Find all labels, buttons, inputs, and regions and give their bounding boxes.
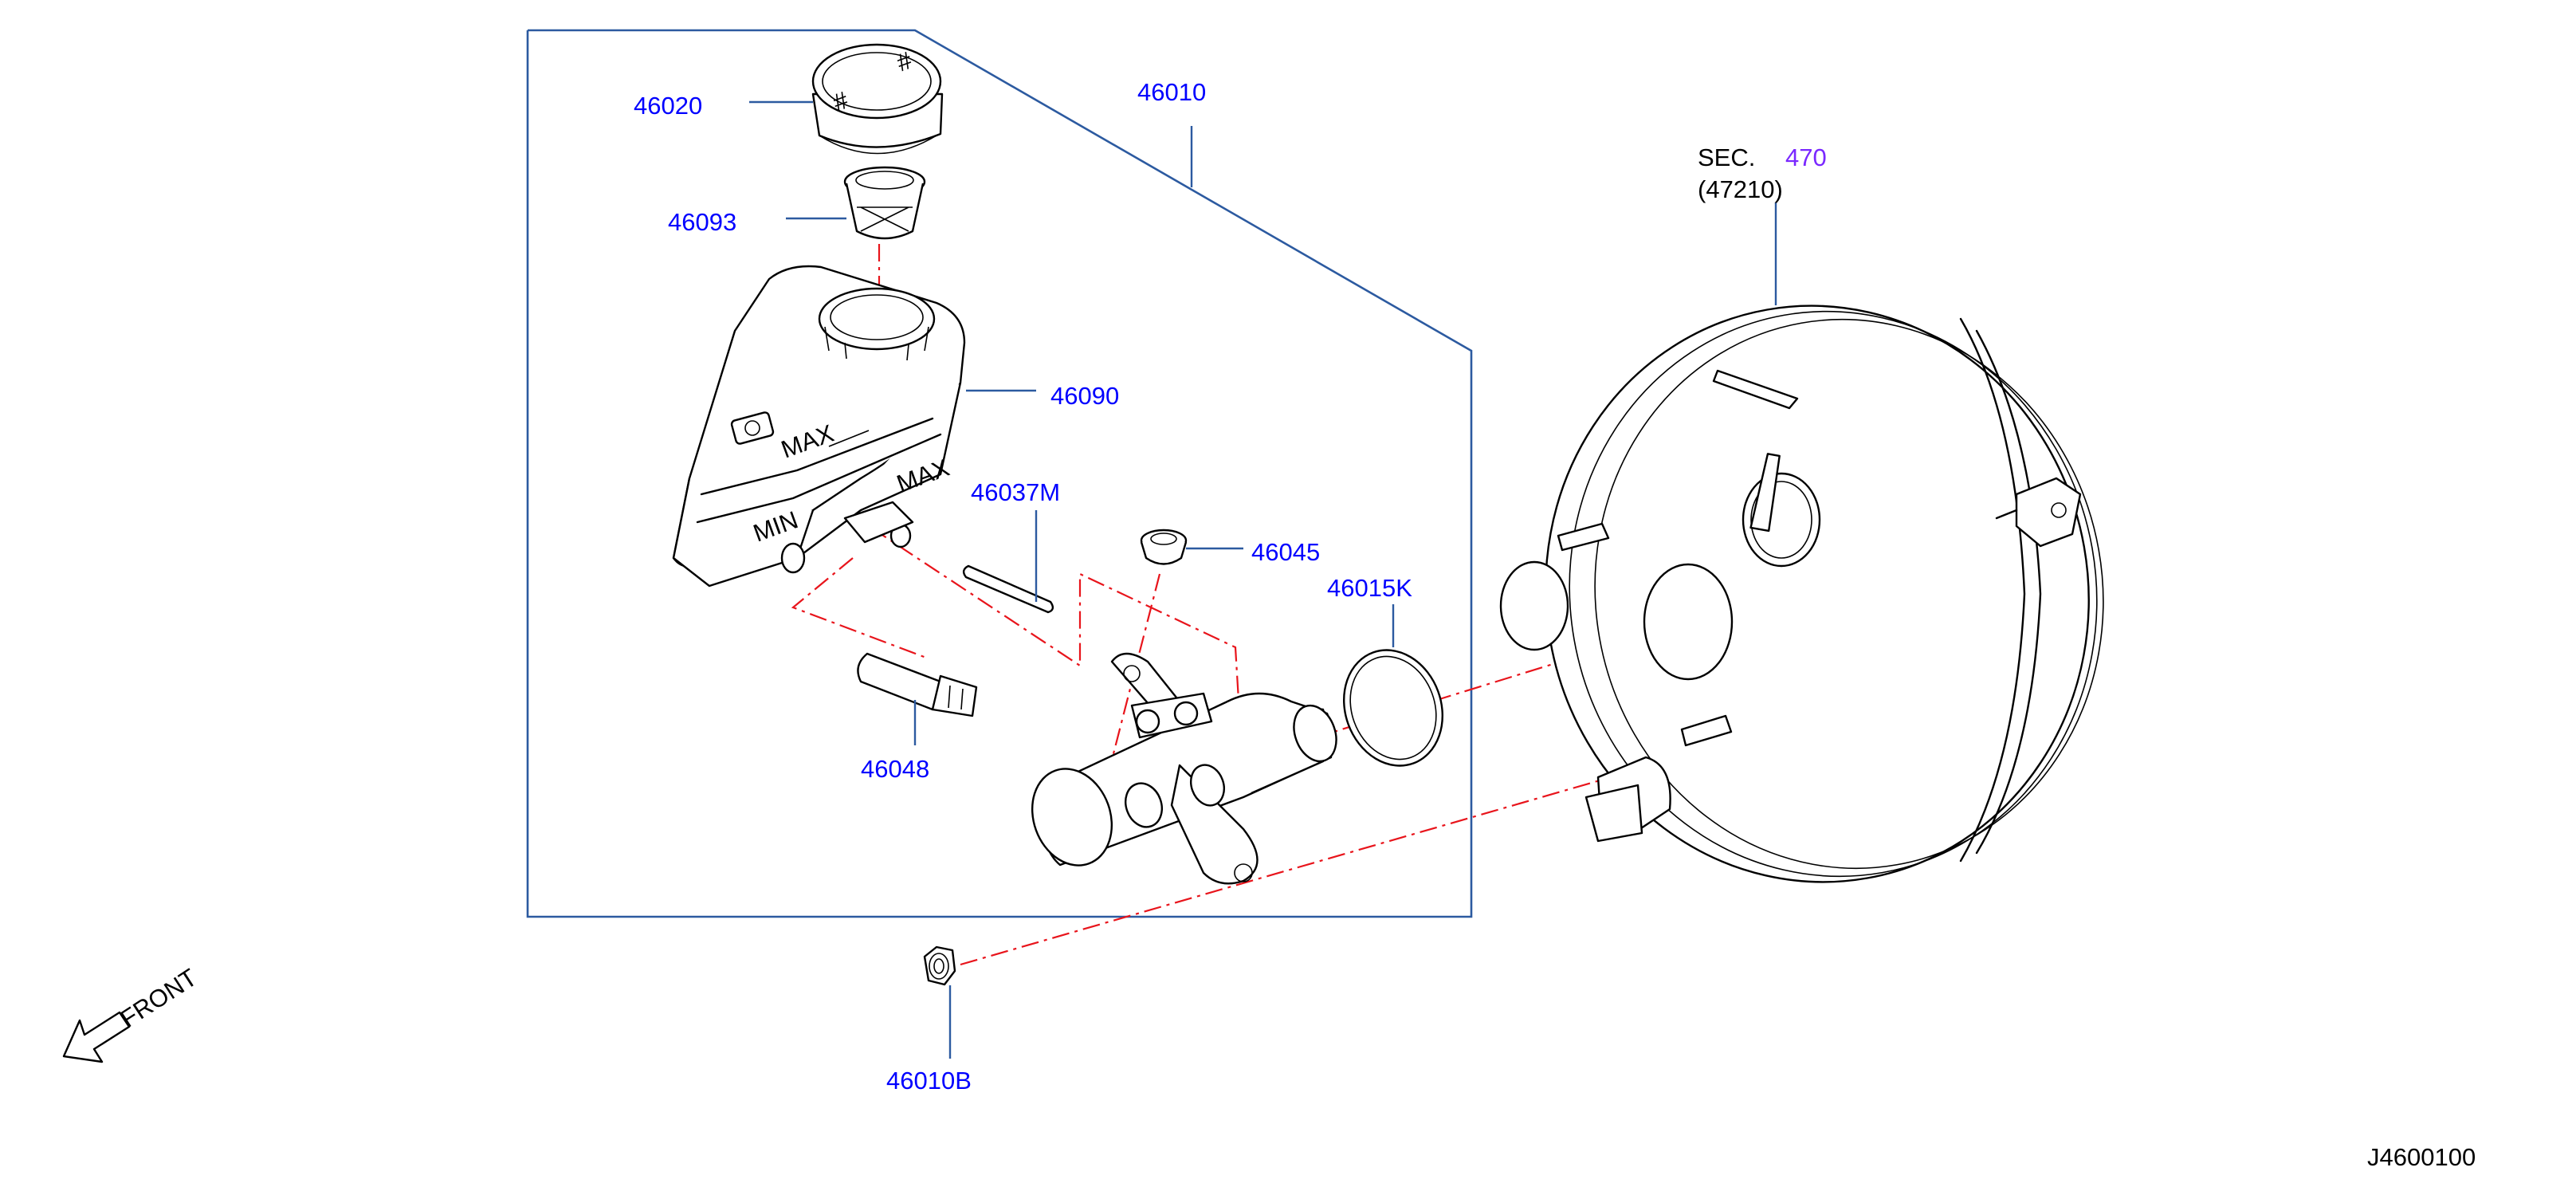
brake-booster [1499, 305, 2104, 883]
assembly-boundary-box [526, 29, 1473, 918]
label-46045: 46045 [1251, 538, 1320, 566]
leader-lines [749, 100, 1777, 1059]
reservoir-pin [962, 564, 1054, 614]
label-46048: 46048 [861, 755, 929, 783]
o-ring [1342, 649, 1444, 767]
front-arrow-icon [62, 1011, 131, 1063]
label-46037m: 46037M [971, 478, 1060, 506]
label-46093: 46093 [668, 208, 736, 236]
section-number-link[interactable]: 470 [1785, 143, 1827, 171]
label-46015k: 46015K [1327, 574, 1412, 602]
diagram-id: J4600100 [2367, 1143, 2476, 1171]
label-46090: 46090 [1050, 382, 1119, 410]
label-46010b: 46010B [886, 1067, 972, 1095]
section-prefix: SEC. [1698, 143, 1755, 171]
mounting-nut [923, 945, 956, 986]
section-sub-number: (47210) [1698, 175, 1783, 203]
label-46010: 46010 [1137, 78, 1206, 106]
grommet [1140, 529, 1188, 565]
reservoir-cap: # # [811, 43, 944, 155]
master-cylinder [1031, 652, 1337, 885]
reservoir-strainer [843, 166, 926, 240]
label-46020: 46020 [634, 92, 702, 120]
front-direction-label: FRONT [116, 963, 202, 1033]
fluid-level-sensor [857, 652, 978, 717]
reservoir-tank: MAX MIN MAX [672, 265, 966, 588]
